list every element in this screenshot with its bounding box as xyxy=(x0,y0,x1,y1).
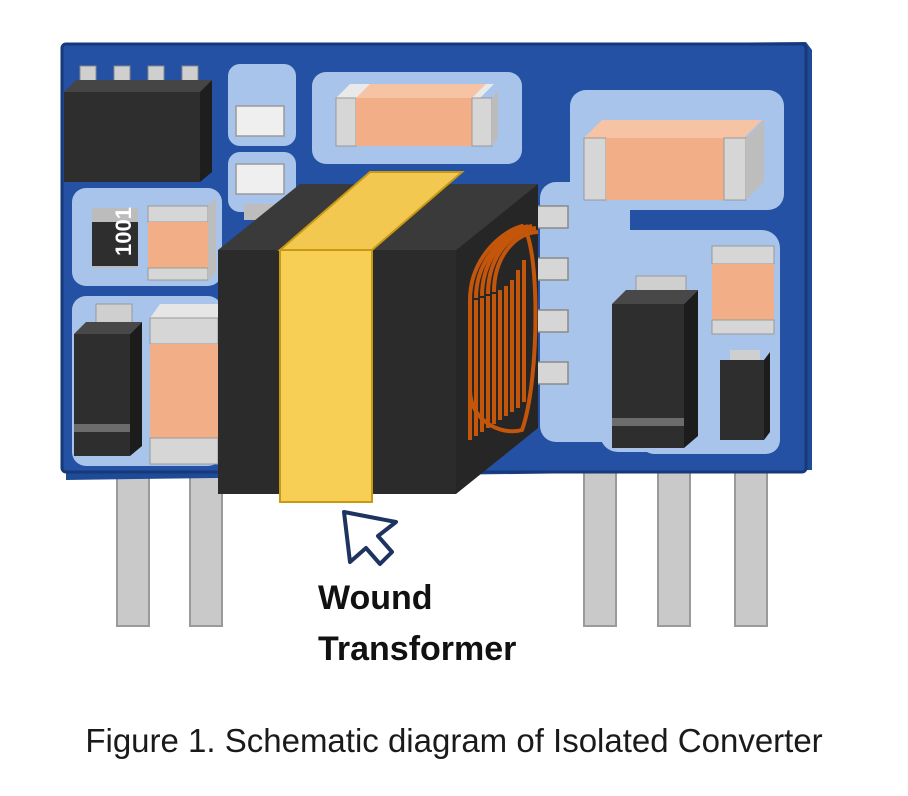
pin-1 xyxy=(116,469,150,627)
resistor-1001: 1001 xyxy=(92,207,138,268)
wound-transformer xyxy=(218,171,539,503)
diode-right xyxy=(612,275,698,448)
pin-4 xyxy=(657,469,691,627)
figure-caption: Figure 1. Schematic diagram of Isolated … xyxy=(85,722,823,759)
copper-winding xyxy=(468,223,539,440)
callout-line-2: Transformer xyxy=(318,630,516,668)
pin-3 xyxy=(583,469,617,627)
ic-chip xyxy=(64,65,212,182)
capacitor-top xyxy=(335,84,498,147)
diode-right-small xyxy=(720,350,770,440)
pin-5 xyxy=(734,469,768,627)
small-pads xyxy=(235,105,285,220)
resistor-marking: 1001 xyxy=(111,207,136,256)
pin-2 xyxy=(189,469,223,627)
diode-left xyxy=(74,303,142,456)
capacitor-left-small xyxy=(147,198,216,281)
capacitor-right-small xyxy=(711,245,775,335)
capacitor-right xyxy=(583,120,764,201)
callout-line-1: Wound xyxy=(318,579,433,617)
callout-arrow-icon xyxy=(342,510,398,566)
capacitor-left-tall xyxy=(149,304,228,465)
